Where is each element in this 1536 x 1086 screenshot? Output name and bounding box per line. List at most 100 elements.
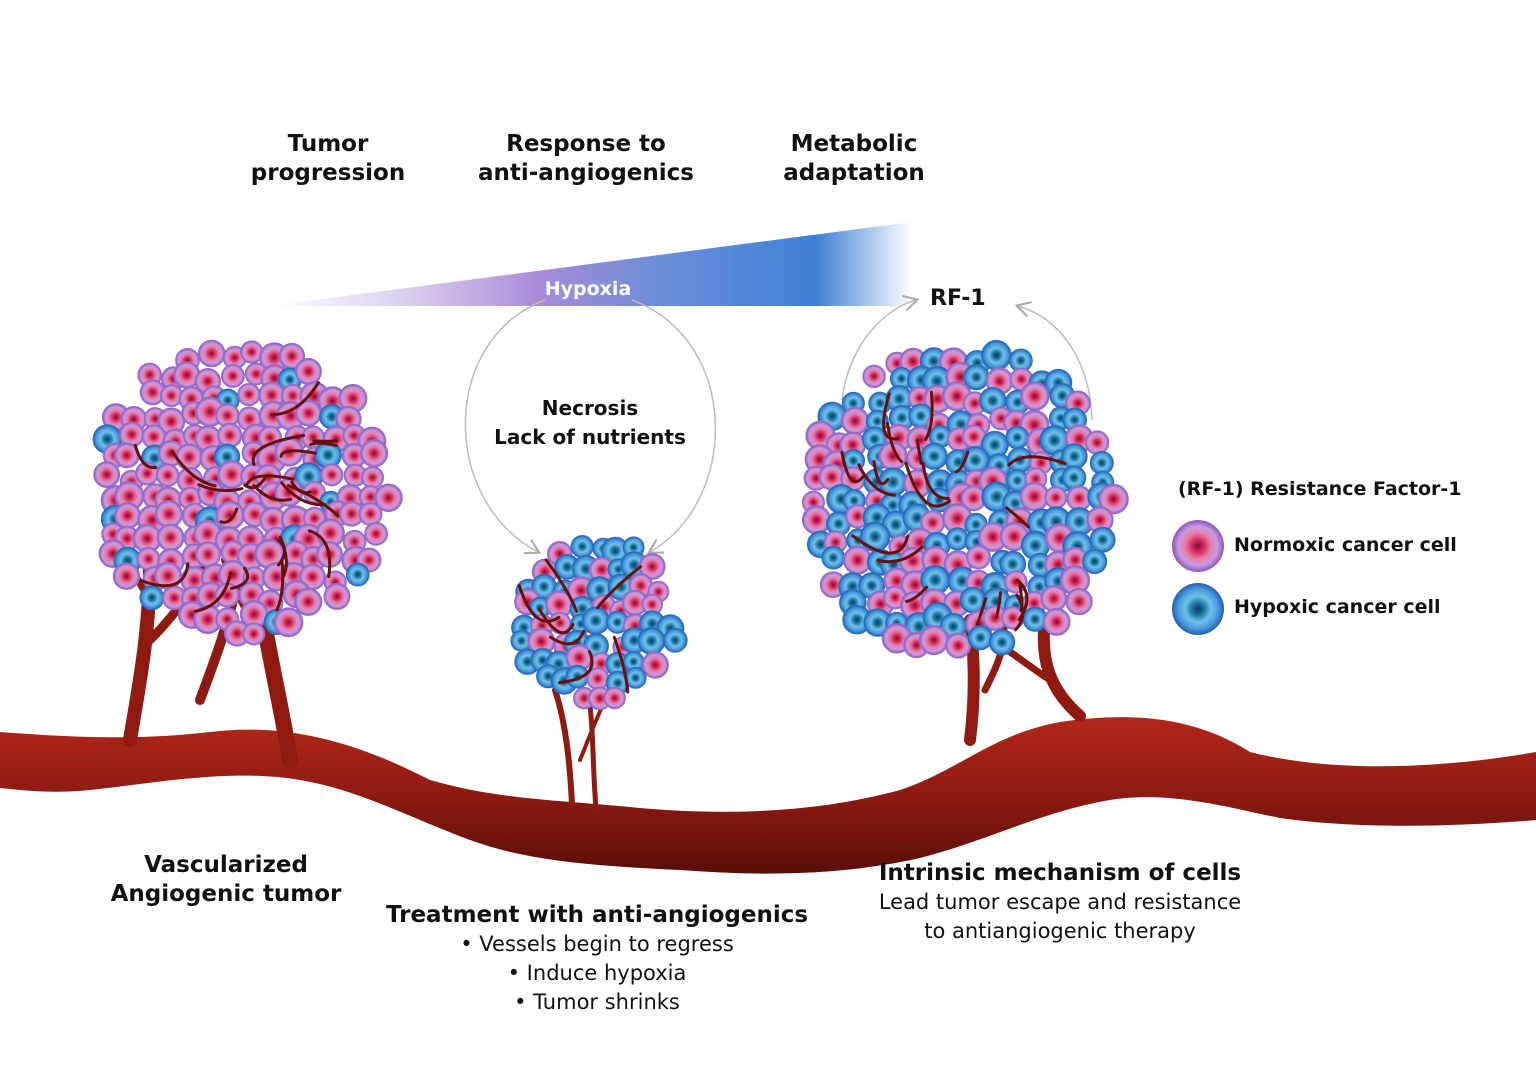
hypoxic-cell-swatch [1172, 583, 1224, 635]
normoxic-cancer-cell [320, 463, 344, 487]
hypoxic-cancer-cell [821, 545, 846, 570]
normoxic-cancer-cell [374, 483, 403, 513]
tumor-capillary [612, 635, 630, 694]
tumor-capillary [851, 534, 910, 555]
caption-intrinsic-line2: to antiangiogenic therapy [924, 919, 1196, 943]
caption-treatment-bullet-2: • Induce hypoxia [507, 961, 687, 985]
middle-tumor-shrunk [510, 534, 688, 711]
necrosis-cycle-arrow [464, 299, 546, 555]
necrosis-note-line1: Necrosis [541, 396, 639, 420]
caption-treatment: Treatment with anti-angiogenics • Vessel… [372, 901, 822, 1017]
right-tumor-resistant [801, 339, 1129, 659]
caption-vascularized-tumor: Vascularized Angiogenic tumor [96, 851, 356, 909]
normoxic-cancer-cell [918, 625, 949, 656]
caption-intrinsic-title: Intrinsic mechanism of cells [878, 860, 1242, 886]
tumor-capillary [219, 507, 239, 524]
hypoxia-label: Hypoxia [544, 278, 632, 300]
tumor-capillary [307, 529, 332, 579]
necrosis-note: Necrosis Lack of nutrients [470, 394, 710, 452]
tumor-capillary [280, 481, 327, 507]
normoxic-cancer-cell [945, 632, 972, 659]
normoxic-cancer-cell [294, 357, 322, 385]
normoxic-cancer-cell [156, 523, 185, 552]
hypoxic-cancer-cell [565, 664, 590, 689]
normoxic-cancer-cell [364, 521, 389, 546]
left-tumor-normoxic [92, 339, 403, 647]
normoxic-cancer-cell [155, 463, 180, 488]
normoxic-cancer-cell [1040, 585, 1068, 612]
tumor-capillary [872, 460, 890, 486]
tumor-capillary [904, 461, 952, 508]
normoxic-cancer-cell [1042, 607, 1071, 636]
tumor-capillary [245, 474, 295, 487]
hypoxic-cancer-cell [1089, 526, 1116, 553]
tumor-capillary [549, 629, 586, 646]
hypoxic-cancer-cell [859, 521, 891, 552]
legend-title: (RF-1) Resistance Factor-1 [1178, 478, 1462, 500]
necrosis-note-line2: Lack of nutrients [494, 425, 686, 449]
caption-intrinsic-mechanism: Intrinsic mechanism of cells Lead tumor … [860, 859, 1260, 946]
normoxic-cancer-cell [603, 686, 626, 710]
tumor-capillary [921, 461, 950, 501]
tumor-capillary [882, 392, 899, 441]
hypoxia-gradient-bar [268, 222, 912, 306]
header-metabolic-line1: Metabolic [790, 131, 918, 157]
normoxic-cancer-cell [801, 505, 832, 535]
tumor-capillary [840, 451, 865, 484]
tumor-capillary [139, 562, 190, 588]
normoxic-cancer-cell [175, 443, 203, 471]
tumor-capillary [275, 558, 285, 612]
normoxic-cancer-cell [1020, 381, 1050, 411]
hypoxic-cancer-cell [662, 627, 688, 653]
tumor-capillary [312, 439, 339, 443]
normoxic-cancer-cell [966, 544, 991, 570]
normoxic-cancer-cell [862, 364, 886, 389]
header-metabolic-adaptation: Metabolic adaptation [754, 130, 954, 188]
caption-left-line2: Angiogenic tumor [110, 881, 342, 907]
tumor-capillary [857, 463, 897, 497]
tumor-capillary [886, 421, 904, 464]
hypoxic-cancer-cell [139, 585, 165, 611]
normoxic-cancer-cell [215, 500, 245, 531]
legend-hypoxic-label: Hypoxic cancer cell [1234, 596, 1441, 618]
hypoxic-cancer-cell [1006, 446, 1033, 473]
tumor-capillary [596, 565, 642, 610]
hypoxic-cancer-cell [1082, 548, 1108, 575]
header-response-anti-angiogenics: Response to anti-angiogenics [466, 130, 706, 188]
hypoxic-cancer-cell [345, 562, 370, 587]
normoxic-cancer-cell [242, 622, 266, 646]
normoxic-cancer-cell [1098, 483, 1129, 515]
tumor-capillary [995, 591, 1002, 619]
rf1-arrow-left [841, 294, 920, 401]
hypoxic-cancer-cell [581, 606, 610, 635]
header-tumor-progression: Tumor progression [228, 130, 428, 188]
tumor-capillary [1014, 593, 1025, 632]
tumor-capillary [279, 449, 317, 458]
tumor-capillary [270, 381, 320, 417]
normoxic-cancer-cell [323, 582, 351, 610]
normoxic-cancer-cell [294, 587, 323, 616]
tumor-capillary [286, 484, 340, 518]
normoxic-cancer-cell [1044, 486, 1068, 510]
normoxic-cancer-cell [237, 382, 261, 407]
normoxic-cancer-cell [641, 651, 669, 679]
tumor-capillary [252, 483, 293, 502]
rf1-label: RF-1 [930, 286, 986, 311]
normoxic-cancer-cell [1084, 430, 1110, 455]
legend-normoxic: Normoxic cancer cell [1234, 534, 1457, 556]
normoxic-cancer-cell [154, 499, 183, 529]
tumor-capillary [290, 480, 312, 495]
hypoxic-cancer-cell [1005, 425, 1029, 450]
caption-intrinsic-line1: Lead tumor escape and resistance [878, 890, 1242, 914]
normoxic-cancer-cell [194, 541, 221, 568]
header-metabolic-line2: adaptation [783, 160, 925, 186]
normoxic-cancer-cell [840, 406, 870, 436]
tumor-capillary [1005, 506, 1030, 529]
normoxic-cancer-cell [93, 461, 121, 489]
tumor-capillary [954, 450, 970, 474]
normoxic-cancer-cell [112, 562, 141, 590]
legend-hypoxic: Hypoxic cancer cell [1234, 596, 1441, 618]
normoxic-cancer-cell [273, 607, 304, 638]
normoxic-cancer-cell [359, 439, 389, 468]
